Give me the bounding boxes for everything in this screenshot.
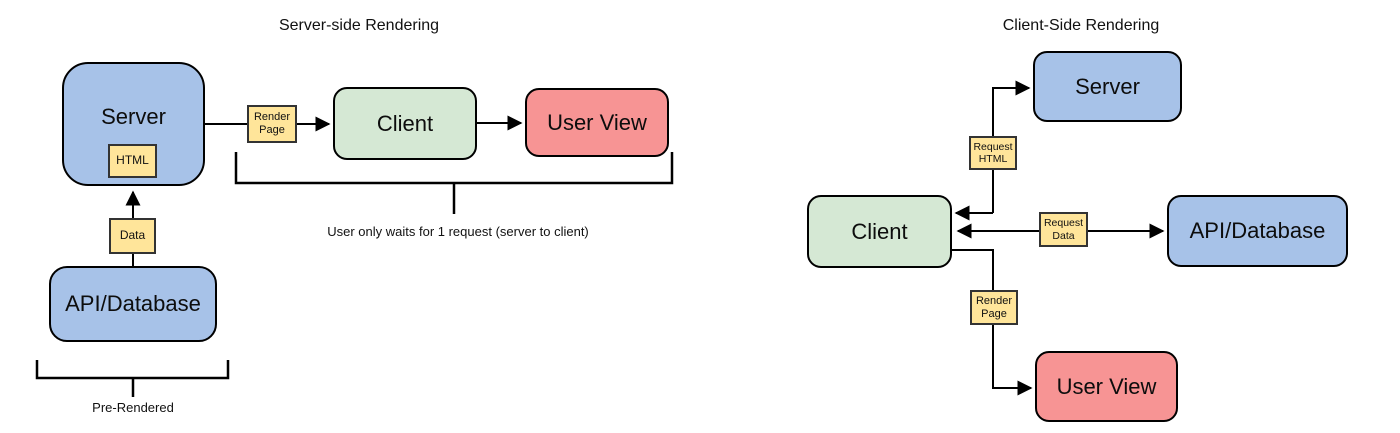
csr-request-html-label: Request HTML: [969, 136, 1017, 170]
csr-api-database-node: API/Database: [1167, 195, 1348, 267]
ssr-client-label: Client: [376, 110, 434, 136]
ssr-server-label: Server: [101, 104, 166, 129]
csr-user-view-label: User View: [1056, 373, 1157, 399]
arrow-trunk-to-server: [992, 80, 1031, 213]
csr-client-node: Client: [807, 195, 952, 268]
ssr-render-page-label: Render Page: [247, 105, 297, 143]
ssr-client-node: Client: [333, 87, 477, 160]
csr-title: Client-Side Rendering: [1002, 17, 1160, 34]
ssr-wait-caption: User only waits for 1 request (server to…: [327, 224, 589, 239]
ssr-data-label: Data: [109, 218, 156, 254]
ssr-pre-rendered-caption: Pre-Rendered: [92, 400, 174, 415]
ssr-api-database-node: API/Database: [49, 266, 217, 342]
bracket-pre-rendered: [35, 360, 230, 380]
ssr-user-view-node: User View: [525, 88, 669, 157]
ssr-api-database-label: API/Database: [65, 291, 201, 316]
ssr-title: Server-side Rendering: [278, 17, 440, 34]
csr-request-data-label: Request Data: [1039, 212, 1088, 247]
csr-api-database-label: API/Database: [1189, 218, 1326, 243]
csr-user-view-node: User View: [1035, 351, 1178, 422]
csr-render-page-label: Render Page: [970, 290, 1018, 325]
ssr-user-view-label: User View: [547, 109, 647, 135]
csr-server-node: Server: [1033, 51, 1182, 122]
ssr-html-label: HTML: [108, 144, 157, 178]
csr-client-label: Client: [851, 218, 908, 244]
csr-server-label: Server: [1075, 73, 1140, 99]
